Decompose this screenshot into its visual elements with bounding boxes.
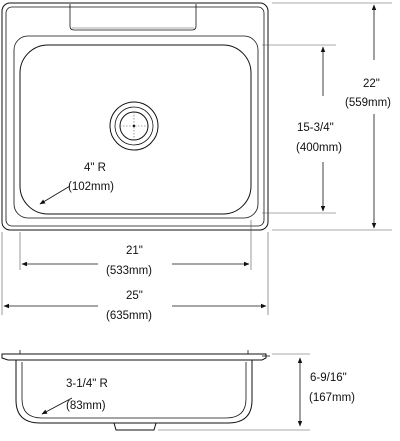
side-view	[1, 350, 270, 431]
corner-radius-leader	[39, 185, 71, 205]
outer-depth-imperial: 22"	[363, 78, 380, 90]
bowl-width-imperial: 21"	[126, 245, 143, 257]
side-bowl	[15, 360, 253, 424]
outer-rim-inner-edge	[5, 6, 265, 227]
bowl	[19, 44, 252, 215]
bowl-outer-edge	[13, 35, 259, 219]
bowl-depth-imperial: 15-3/4"	[297, 122, 334, 134]
outer-rim	[1, 2, 269, 231]
bowl-height-metric: (167mm)	[309, 392, 355, 404]
corner-radius-metric: (102mm)	[68, 181, 114, 193]
bowl-width-metric: (533mm)	[106, 265, 152, 277]
drain	[109, 101, 159, 151]
outer-depth-metric: (559mm)	[345, 97, 391, 109]
top-view	[1, 2, 269, 231]
side-radius-imperial: 3-1/4" R	[66, 378, 108, 390]
bowl-height-imperial: 6-9/16"	[310, 372, 347, 384]
side-bowl-inner	[21, 362, 247, 419]
side-drain	[113, 422, 157, 431]
outer-width-imperial: 25"	[126, 290, 143, 302]
bowl-depth-metric: (400mm)	[296, 142, 342, 154]
side-rim	[1, 353, 267, 361]
side-radius-leader	[41, 397, 73, 415]
side-radius-metric: (83mm)	[66, 400, 106, 412]
corner-radius-imperial: 4" R	[84, 162, 106, 174]
outer-width-metric: (635mm)	[106, 310, 152, 322]
faucet-ledge	[69, 4, 197, 31]
